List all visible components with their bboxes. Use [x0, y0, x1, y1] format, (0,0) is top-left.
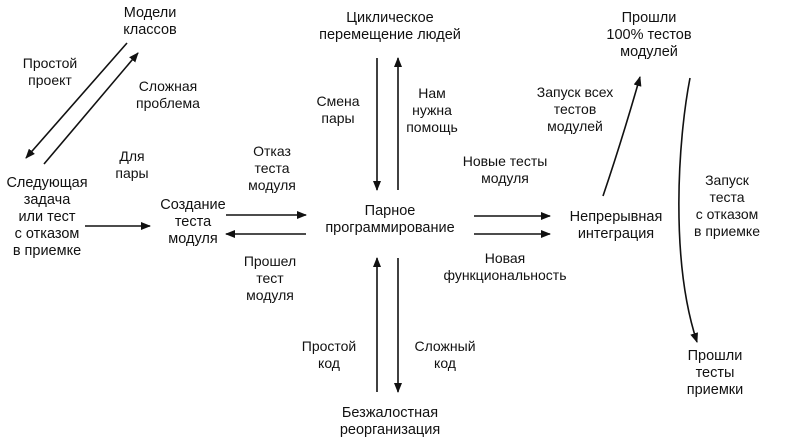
edge-simple-code: Простой код: [301, 338, 357, 371]
arrow-run-acceptance: [678, 77, 698, 343]
edge-pair-change: Смена пары: [316, 93, 360, 126]
node-acceptance-passed: Прошли тесты приемки: [686, 348, 744, 398]
edge-complex-code: Сложный код: [414, 338, 476, 371]
node-ruthless-refactoring: Безжалостная реорганизация: [339, 405, 441, 438]
node-pair-programming: Парное программирование: [325, 203, 455, 236]
arrow-to-class-models: [43, 52, 139, 165]
edge-need-help: Нам нужна помощь: [406, 85, 458, 135]
node-people-rotation: Циклическое перемещение людей: [319, 10, 461, 43]
edge-complex-problem: Сложная проблема: [136, 78, 200, 111]
arrow-run-all-tests: [602, 76, 642, 197]
edge-run-failed-acceptance: Запуск теста с отказом в приемке: [694, 172, 760, 239]
node-next-task: Следующая задача или тест с отказом в пр…: [6, 175, 88, 259]
arrow-to-next-task: [25, 42, 128, 159]
edge-run-all-tests: Запуск всех тестов модулей: [536, 84, 614, 134]
edge-unit-test-passed: Прошел тест модуля: [243, 253, 297, 303]
edge-new-functionality: Новая функциональность: [443, 250, 567, 283]
edge-for-pair: Для пары: [115, 148, 149, 181]
node-unit-tests-passed: Прошли 100% тестов модулей: [606, 10, 692, 60]
edge-new-unit-tests: Новые тесты модуля: [462, 153, 548, 186]
edge-unit-test-failed: Отказ теста модуля: [248, 143, 296, 193]
node-class-models: Модели классов: [123, 5, 177, 38]
node-create-test: Создание теста модуля: [160, 197, 226, 247]
edge-simple-project: Простой проект: [22, 55, 78, 88]
node-continuous-integration: Непрерывная интеграция: [569, 209, 663, 242]
